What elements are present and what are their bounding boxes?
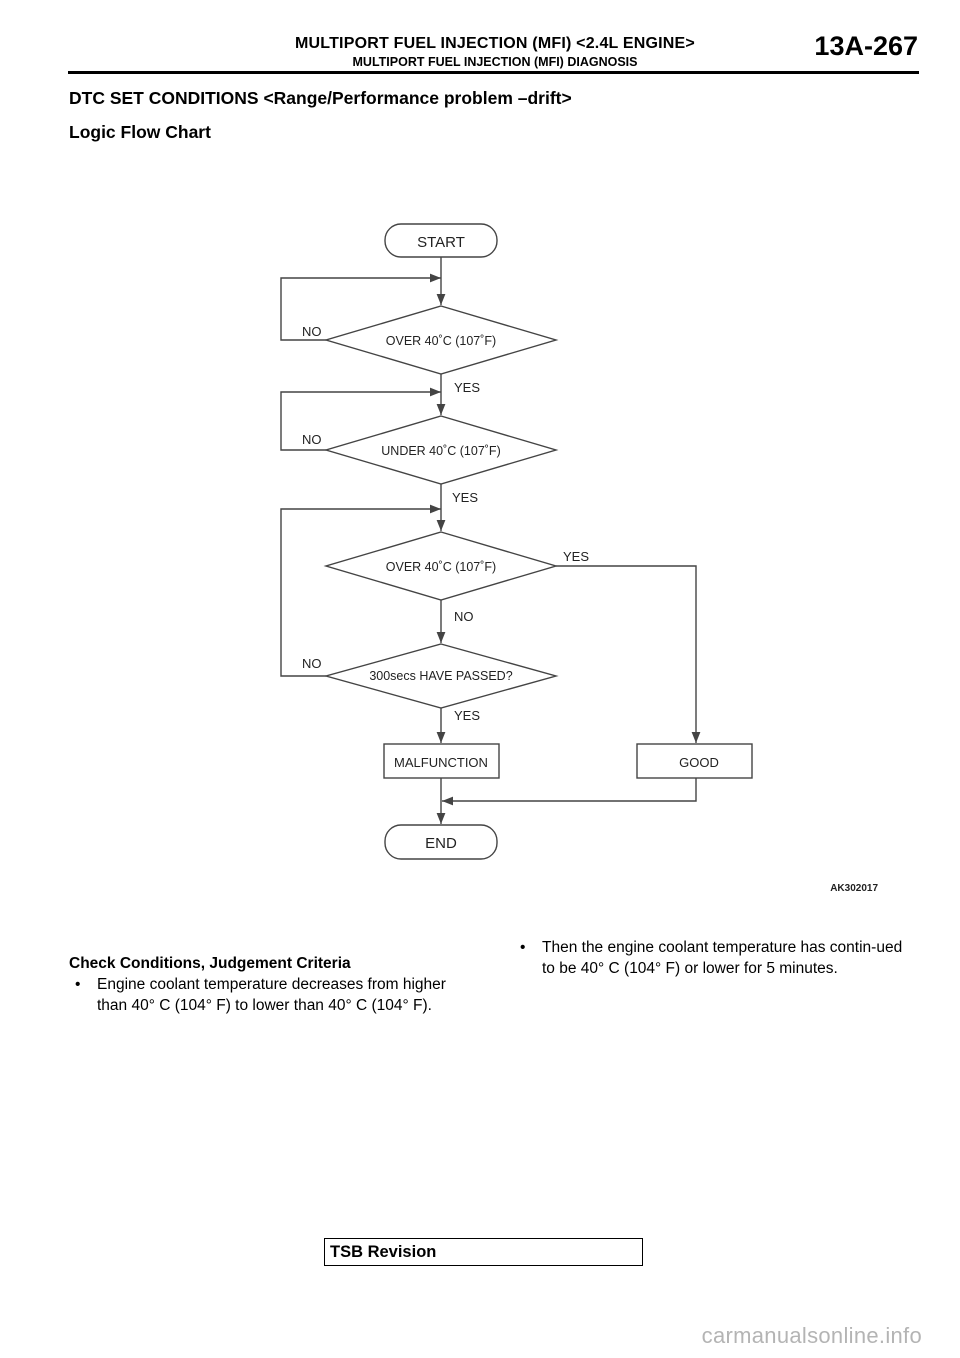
loop-no-2 bbox=[280, 387, 441, 451]
manual-section-title: MULTIPORT FUEL INJECTION (MFI) <2.4L ENG… bbox=[295, 35, 695, 52]
logic-flow-chart: START OVER 40˚C (107˚F) NO YES UNDER 40˚… bbox=[280, 223, 878, 894]
yes-label-3: YES bbox=[563, 549, 589, 564]
dtc-set-conditions-heading: DTC SET CONDITIONS <Range/Performance pr… bbox=[69, 88, 572, 108]
yes-label-1: YES bbox=[454, 380, 480, 395]
end-label: END bbox=[425, 835, 457, 852]
criteria-bullet-1: • Engine coolant temperature decreases f… bbox=[69, 974, 469, 1016]
loop-no-4 bbox=[280, 504, 441, 677]
decision-300secs-label: 300secs HAVE PASSED? bbox=[369, 669, 512, 683]
tsb-revision-box: TSB Revision bbox=[324, 1238, 643, 1266]
figure-code: AK302017 bbox=[830, 883, 878, 894]
criteria-bullet-2: • Then the engine coolant temperature ha… bbox=[514, 937, 919, 979]
decision-over-40c-second-label: OVER 40˚C (107˚F) bbox=[386, 560, 496, 574]
yes-label-4: YES bbox=[454, 708, 480, 723]
decision-under-40c-label: UNDER 40˚C (107˚F) bbox=[381, 444, 500, 458]
start-label: START bbox=[417, 234, 465, 251]
no-label-2: NO bbox=[302, 432, 322, 447]
bullet-dot: • bbox=[75, 976, 81, 993]
manual-subsection-title: MULTIPORT FUEL INJECTION (MFI) DIAGNOSIS bbox=[352, 55, 638, 69]
criteria-bullet-2-text: Then the engine coolant temperature has … bbox=[542, 939, 903, 977]
logic-flow-chart-heading: Logic Flow Chart bbox=[69, 122, 211, 142]
decision-over-40c-first-label: OVER 40˚C (107˚F) bbox=[386, 334, 496, 348]
site-watermark: carmanualsonline.info bbox=[701, 1323, 922, 1348]
end-terminal bbox=[384, 824, 498, 860]
criteria-bullet-1-text: Engine coolant temperature decreases fro… bbox=[97, 976, 446, 1014]
loop-no-1 bbox=[280, 273, 441, 341]
connector-good-merge bbox=[442, 778, 697, 806]
criteria-column-left: Check Conditions, Judgement Criteria • E… bbox=[69, 953, 469, 1016]
criteria-heading: Check Conditions, Judgement Criteria bbox=[69, 955, 351, 972]
connector-d3-yes-good bbox=[556, 565, 701, 743]
no-label-1: NO bbox=[302, 324, 322, 339]
page-number: 13A-267 bbox=[814, 31, 918, 61]
no-label-3: NO bbox=[454, 609, 474, 624]
bullet-dot: • bbox=[520, 939, 526, 956]
no-label-4: NO bbox=[302, 656, 322, 671]
good-label: GOOD bbox=[679, 755, 719, 770]
malfunction-box bbox=[383, 743, 500, 779]
header-rule bbox=[68, 71, 919, 74]
good-box bbox=[636, 743, 753, 779]
yes-label-2: YES bbox=[452, 490, 478, 505]
malfunction-label: MALFUNCTION bbox=[394, 755, 488, 770]
criteria-column-right: • Then the engine coolant temperature ha… bbox=[514, 937, 919, 979]
